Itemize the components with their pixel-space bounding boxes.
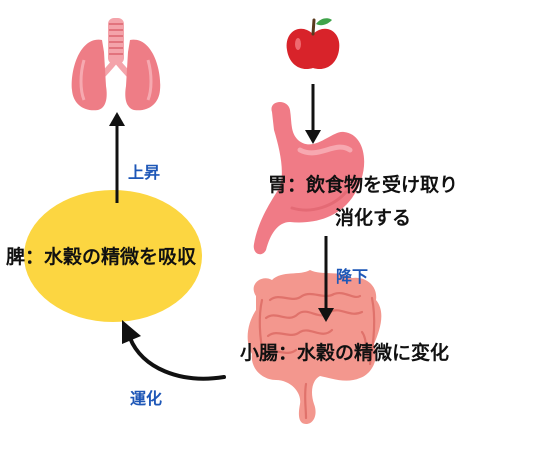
stomach-label-line2: 消化する: [335, 207, 412, 229]
intestines-icon: [247, 270, 382, 424]
spleen-label: 脾：水穀の精微を吸収: [6, 246, 197, 268]
descend-label: 降下: [336, 267, 369, 286]
rise-arrow: [109, 112, 125, 203]
descend-arrow: [318, 236, 334, 322]
stomach-icon: [253, 101, 365, 255]
intake-arrow: [305, 84, 321, 144]
transport-arrow: [122, 320, 226, 381]
rise-label: 上昇: [128, 163, 161, 182]
spleen-ellipse: [24, 190, 202, 322]
transport-label: 運化: [130, 389, 163, 408]
small-intestine-label: 小腸：水穀の精微に変化: [240, 342, 450, 364]
lungs-icon: [71, 18, 161, 111]
stomach-label-line1: 胃：飲食物を受け取り: [268, 174, 459, 196]
apple-icon: [286, 18, 340, 70]
